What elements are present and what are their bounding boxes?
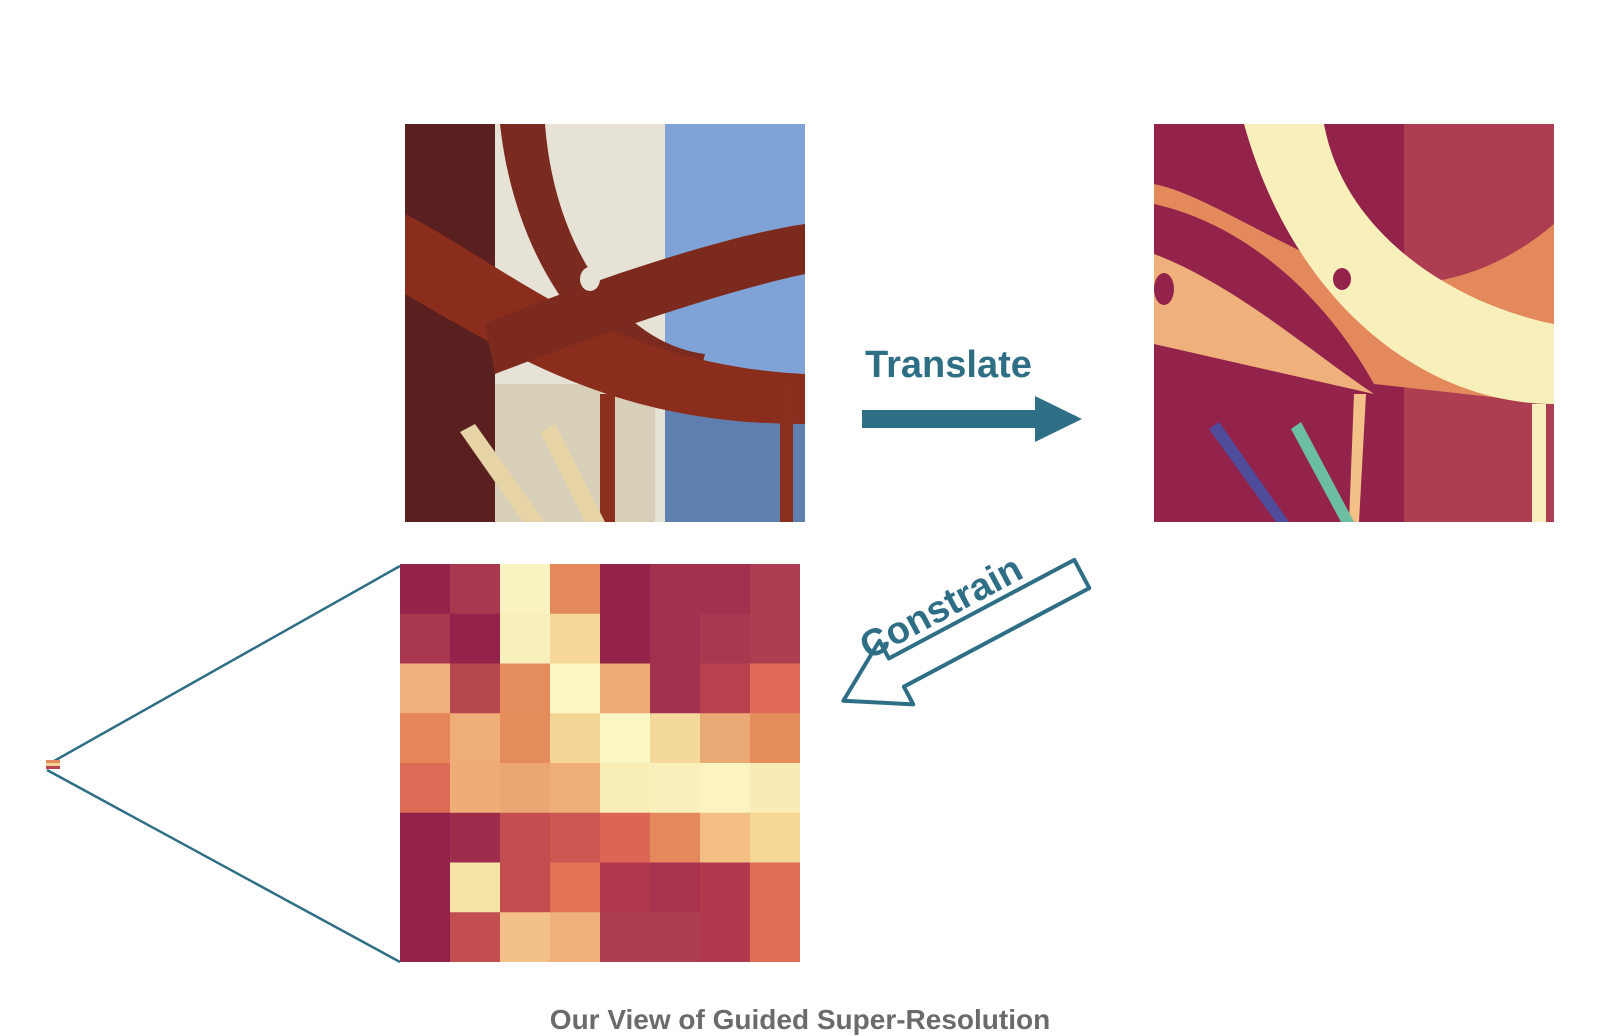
grid-cell [450,763,501,814]
grid-cell [700,713,751,764]
grid-cell [650,912,701,962]
grid-cell [700,812,751,863]
grid-cell [600,912,651,962]
grid-cell [550,812,601,863]
grid-cell [500,613,551,664]
grid-cell [600,862,651,913]
grid-cell [600,564,651,615]
grid-cell [550,763,601,814]
grid-cell [500,763,551,814]
grid-cell [500,663,551,714]
grid-cell [450,862,501,913]
grid-cell [750,564,800,615]
grid-cell [500,564,551,615]
grid-cell [400,713,451,764]
grid-cell [700,912,751,962]
grid-cell [400,613,451,664]
grid-cell [600,763,651,814]
grid-cell [750,912,800,962]
grid-cell [650,613,701,664]
grid-cell [500,912,551,962]
depth-map [1154,124,1554,522]
grid-cell [500,812,551,863]
grid-cell [400,862,451,913]
grid-cell [650,663,701,714]
grid-cell [700,663,751,714]
zoom-line-bottom [46,768,401,964]
grid-cell [650,763,701,814]
grid-cell [550,862,601,913]
grid-cell [750,763,800,814]
lowres-grid [400,564,800,962]
translate-label: Translate [865,344,1032,386]
grid-cell [600,713,651,764]
grid-cell [650,812,701,863]
grid-cell [750,613,800,664]
grid-cell [450,713,501,764]
grid-cell [550,912,601,962]
zoom-line-top [46,564,401,767]
grid-cell [450,613,501,664]
grid-cell [450,812,501,863]
grid-cell [750,663,800,714]
constrain-arrow: Constrain [841,548,1092,707]
grid-cell [550,663,601,714]
grid-cell [750,713,800,764]
grid-cell [600,663,651,714]
translate-arrow [862,396,1082,442]
grid-cell [400,663,451,714]
grid-cell [600,613,651,664]
grid-cell [700,613,751,664]
grid-cell [600,812,651,863]
grid-cell [700,862,751,913]
figure-caption: Our View of Guided Super-Resolution [549,1004,1051,1035]
grid-cell [450,663,501,714]
grid-cell [450,912,501,962]
rgb-image [405,124,805,522]
grid-cell [400,763,451,814]
grid-cell [650,713,701,764]
grid-cell [450,564,501,615]
grid-cell [550,613,601,664]
grid-cell [500,862,551,913]
grid-cell [550,713,601,764]
grid-cell [750,812,800,863]
grid-cell [750,862,800,913]
grid-cell [500,713,551,764]
grid-cell [650,862,701,913]
grid-cell [400,912,451,962]
grid-cell [700,564,751,615]
tiny-source-image [46,760,60,769]
grid-cell [400,812,451,863]
grid-cell [400,564,451,615]
grid-cell [550,564,601,615]
grid-cell [650,564,701,615]
grid-cell [700,763,751,814]
